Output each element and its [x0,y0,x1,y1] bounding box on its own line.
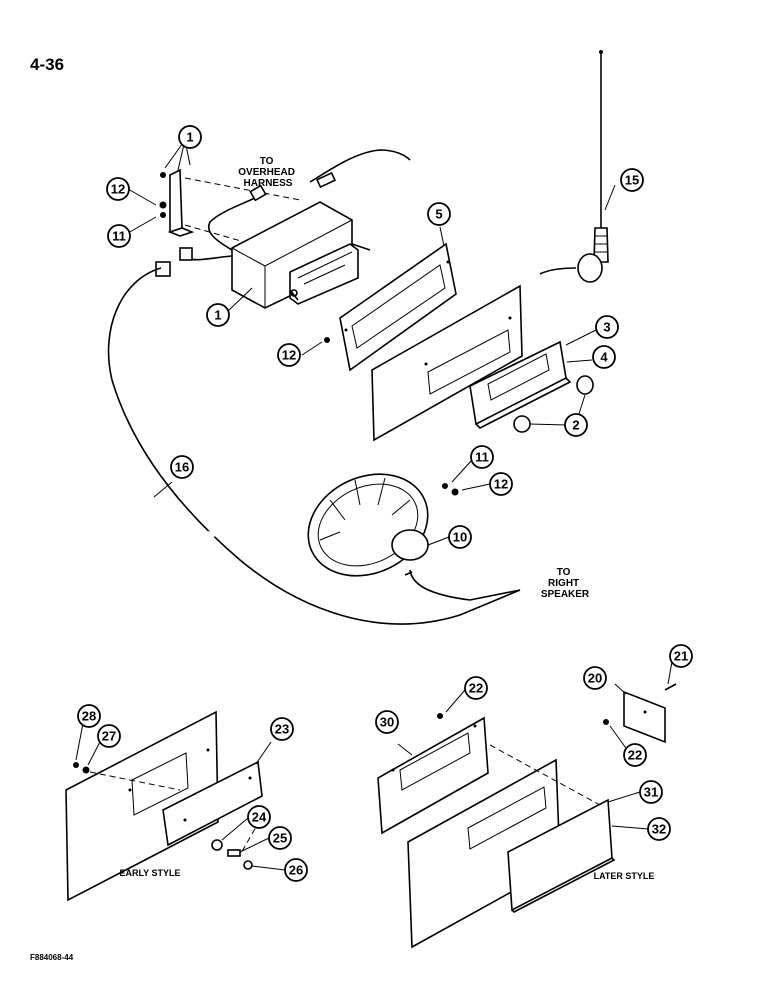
callout-22-later-top: 22 [464,676,488,700]
callout-3: 3 [595,315,619,339]
callout-4: 4 [592,345,616,369]
later-style-label: LATER STYLE [594,871,655,881]
callout-16: 16 [170,455,194,479]
callout-12-bracket: 12 [106,177,130,201]
svg-text:32: 32 [652,822,666,837]
overhead-harness-label: TO OVERHEAD HARNESS [238,156,297,189]
svg-text:10: 10 [453,530,467,545]
speaker [307,473,521,601]
svg-text:28: 28 [82,709,96,724]
svg-text:27: 27 [102,729,116,744]
callout-11-speaker: 11 [470,445,494,469]
svg-text:12: 12 [111,182,125,197]
svg-text:3: 3 [603,320,610,335]
later-style-assembly [377,683,677,949]
callout-2: 2 [564,413,588,437]
svg-text:30: 30 [380,715,394,730]
callout-23: 23 [270,717,294,741]
svg-text:24: 24 [252,810,267,825]
callout-22-later-right: 22 [623,743,647,767]
callout-31: 31 [639,780,663,804]
svg-text:1: 1 [186,130,193,145]
svg-text:21: 21 [674,649,688,664]
early-style-label: EARLY STYLE [119,868,180,878]
svg-text:25: 25 [273,831,287,846]
svg-text:11: 11 [112,229,126,244]
callout-26: 26 [284,858,308,882]
callout-24: 24 [247,805,271,829]
radio-unit [231,201,359,309]
callout-32: 32 [647,817,671,841]
svg-text:22: 22 [469,681,483,696]
svg-text:31: 31 [644,785,658,800]
svg-text:22: 22 [628,748,642,763]
svg-text:26: 26 [289,863,303,878]
svg-text:2: 2 [572,418,579,433]
callout-10: 10 [448,525,472,549]
figure-code: F884068-44 [30,953,74,962]
callout-21: 21 [669,644,693,668]
svg-text:16: 16 [175,460,189,475]
page-number: 4-36 [30,55,64,74]
callout-12-speaker: 12 [489,472,513,496]
callout-5: 5 [427,202,451,226]
knob-right [576,375,594,395]
mounting-bracket [159,168,195,237]
callout-27: 27 [97,724,121,748]
bezel-gasket [339,242,457,372]
svg-text:11: 11 [475,450,489,465]
callout-11-bracket: 11 [107,224,131,248]
svg-text:23: 23 [275,722,289,737]
knob-left [513,415,531,433]
early-style-assembly [65,710,263,902]
svg-text:5: 5 [435,207,442,222]
svg-text:12: 12 [494,477,508,492]
callout-25: 25 [268,826,292,850]
radio-harness [107,149,521,625]
svg-text:4: 4 [600,350,608,365]
svg-text:15: 15 [625,173,639,188]
callout-28: 28 [77,704,101,728]
callout-12-mid: 12 [277,343,301,367]
callout-30: 30 [375,710,399,734]
trim-plate [469,340,572,429]
antenna [539,50,609,283]
svg-text:20: 20 [588,671,602,686]
right-speaker-label: TO RIGHT SPEAKER [541,567,590,600]
svg-text:12: 12 [282,348,296,363]
leader-lines [75,139,674,871]
callout-1-bracket: 1 [178,125,202,149]
svg-text:1: 1 [214,308,221,323]
callout-20: 20 [583,666,607,690]
callout-15: 15 [620,168,644,192]
callout-1-radio: 1 [206,303,230,327]
dash-panel [371,284,523,442]
